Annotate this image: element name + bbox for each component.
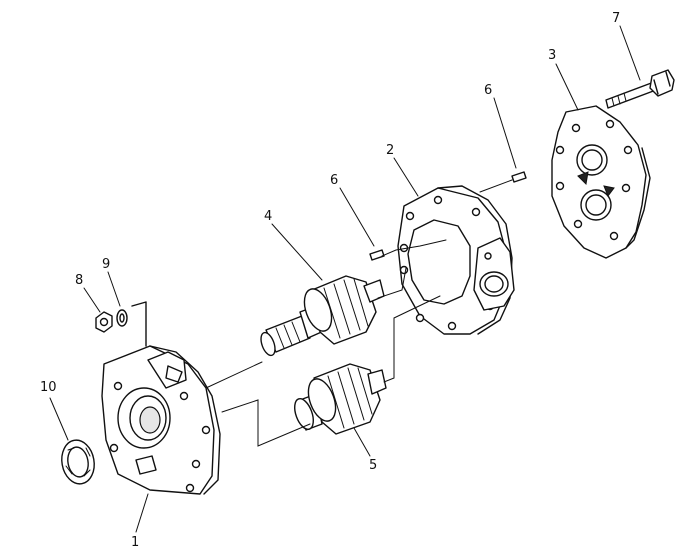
part-8-nut [95,311,113,333]
callout-3: 3 [548,48,556,63]
callout-5: 5 [369,458,377,473]
part-6-dowel-pin-right [511,171,527,183]
part-3-cover-plate [551,105,651,259]
assembly-lines [205,179,513,447]
part-9-washer [116,309,128,327]
part-5-driven-gear [294,363,387,435]
part-4-drive-gear [260,275,385,357]
callout-9: 9 [102,257,110,272]
callout-2: 2 [386,143,394,158]
callout-8: 8 [75,273,83,288]
callout-1: 1 [131,535,139,550]
part-10-oil-seal [61,439,95,485]
part-6-dowel-pin-left [369,249,385,261]
callout-6-left: 6 [330,173,338,188]
callout-7: 7 [612,11,620,26]
part-7-bolt [605,69,675,109]
part-2-housing [397,185,515,335]
callout-10: 10 [40,380,57,395]
leader-lines [49,25,641,533]
callout-6-right: 6 [484,83,492,98]
stud [131,301,147,347]
part-1-front-body [101,345,221,495]
callout-labels: 1 2 3 4 5 6 6 7 8 9 10 [40,11,620,550]
callout-4: 4 [264,209,272,224]
